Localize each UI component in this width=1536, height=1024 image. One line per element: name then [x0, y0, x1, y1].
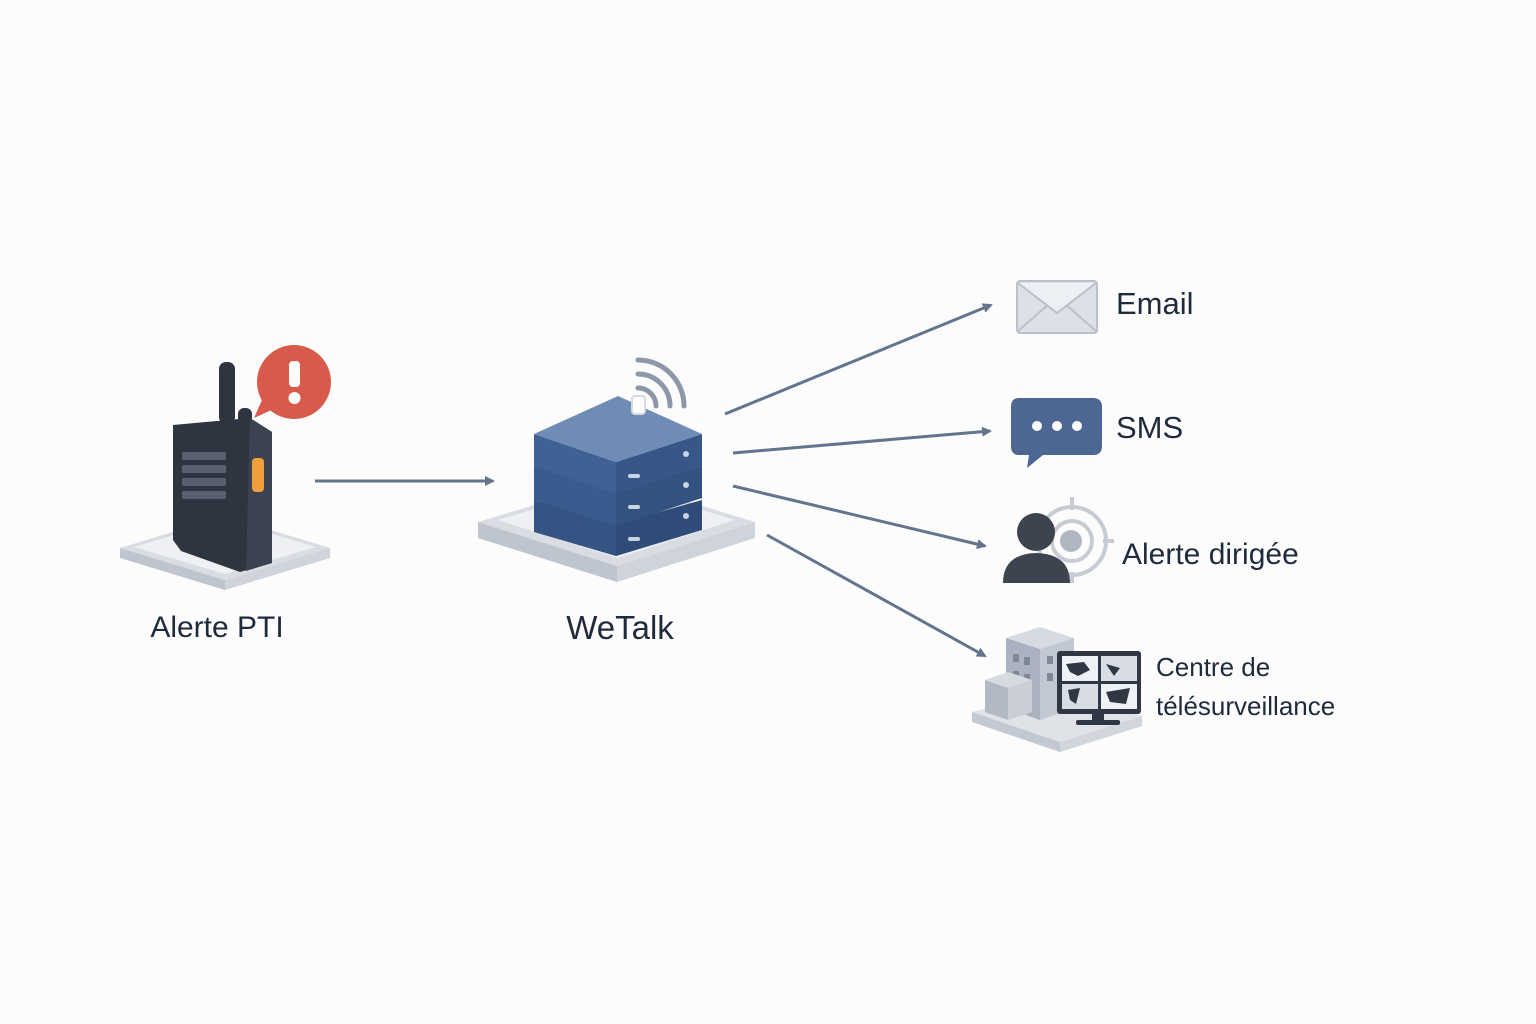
wireless-signal-icon [631, 357, 687, 415]
person-target-icon [1003, 497, 1114, 583]
chat-bubble-icon [1011, 398, 1102, 468]
arrows [315, 303, 993, 658]
exclamation-icon [254, 345, 331, 419]
destination-label-monitoring-center: Centre de télésurveillance [1156, 648, 1335, 726]
monitoring-label-line-1: Centre de [1156, 652, 1271, 682]
monitoring-center-icon [972, 627, 1142, 752]
monitoring-label-line-2: télésurveillance [1156, 691, 1336, 721]
envelope-icon [1016, 280, 1098, 334]
arrow-hub-to-monitoring [766, 533, 987, 658]
destination-label-email: Email [1116, 286, 1194, 321]
destination-label-sms: SMS [1116, 410, 1184, 445]
source-label: Alerte PTI [150, 611, 284, 644]
hub-label: WeTalk [566, 609, 674, 646]
walkie-talkie-icon [120, 362, 330, 590]
destination-label-directed-alert: Alerte dirigée [1122, 538, 1299, 571]
server-stack-icon [478, 396, 755, 582]
arrow-hub-to-directed-alert [732, 484, 987, 550]
arrow-hub-to-sms [732, 426, 992, 455]
arrow-hub-to-email [724, 303, 993, 416]
